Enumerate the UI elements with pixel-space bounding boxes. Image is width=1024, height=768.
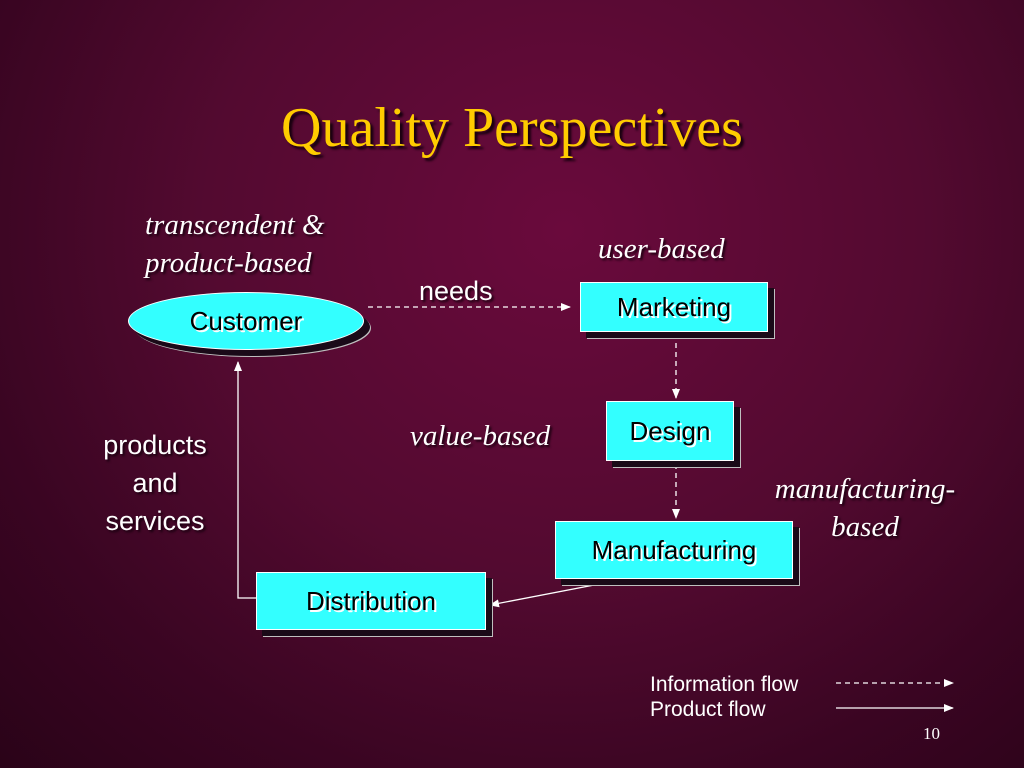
page-number: 10 (923, 724, 940, 743)
customer-node: Customer (128, 292, 364, 350)
perspective-transcendent-line2: product-based (145, 247, 312, 279)
perspective-manufacturing-line1: manufacturing- (774, 473, 956, 505)
perspective-manufacturing-line2: based (831, 511, 899, 543)
perspective-user: user-based (598, 233, 725, 265)
slide-title: Quality Perspectives (281, 97, 743, 159)
distribution-label: Distribution (305, 585, 437, 616)
manufacturing-label: Manufacturing (591, 534, 757, 565)
products-services-label: products and services (80, 426, 230, 540)
perspective-transcendent: transcendent & product-based (145, 206, 325, 282)
legend-product-flow: Product flow (650, 698, 766, 721)
distribution-node: Distribution (256, 572, 486, 630)
perspective-value: value-based (410, 420, 551, 452)
perspective-transcendent-line1: transcendent & (145, 209, 325, 241)
perspective-manufacturing: manufacturing- based (760, 470, 970, 546)
distribution-customer-arrow (234, 361, 256, 599)
manufacturing-distribution-arrow (489, 580, 616, 608)
needs-label: needs (419, 276, 493, 306)
products-line3: services (105, 506, 205, 536)
manufacturing-node: Manufacturing (555, 521, 793, 579)
products-line1: products (103, 430, 207, 460)
design-label: Design (629, 415, 711, 446)
products-line2: and (132, 468, 178, 498)
marketing-label: Marketing (616, 291, 732, 322)
customer-label: Customer (189, 305, 303, 336)
design-node: Design (606, 401, 734, 461)
legend-information-flow: Information flow (650, 673, 799, 696)
marketing-node: Marketing (580, 282, 768, 332)
